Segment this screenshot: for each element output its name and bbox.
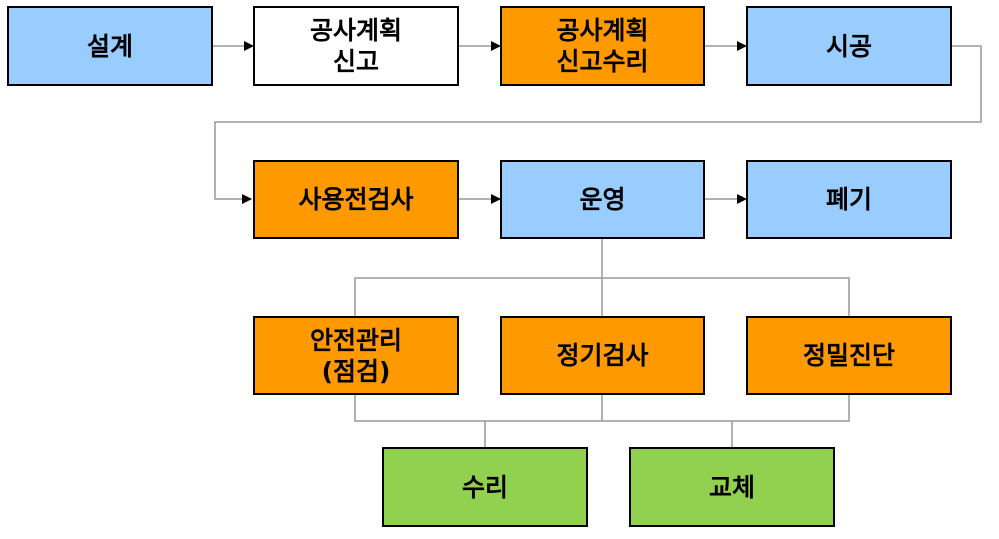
box-construction: 시공: [746, 6, 952, 86]
box-plan-report: 공사계획 신고: [253, 6, 459, 86]
box-replacement: 교체: [629, 447, 835, 527]
box-repair: 수리: [382, 447, 588, 527]
box-periodic-inspection: 정기검사: [500, 316, 705, 395]
box-plan-accept: 공사계획 신고수리: [500, 6, 705, 86]
box-operation: 운영: [500, 160, 705, 239]
box-precision-diagnosis: 정밀진단: [746, 316, 952, 395]
box-design: 설계: [7, 6, 213, 86]
box-disposal: 폐기: [746, 160, 952, 239]
box-safety-management: 안전관리 (점검): [253, 316, 459, 395]
arrow-construction-to-pre-use: [214, 45, 982, 204]
box-pre-use-inspection: 사용전검사: [253, 160, 459, 239]
branch-top-bus: [354, 277, 850, 316]
